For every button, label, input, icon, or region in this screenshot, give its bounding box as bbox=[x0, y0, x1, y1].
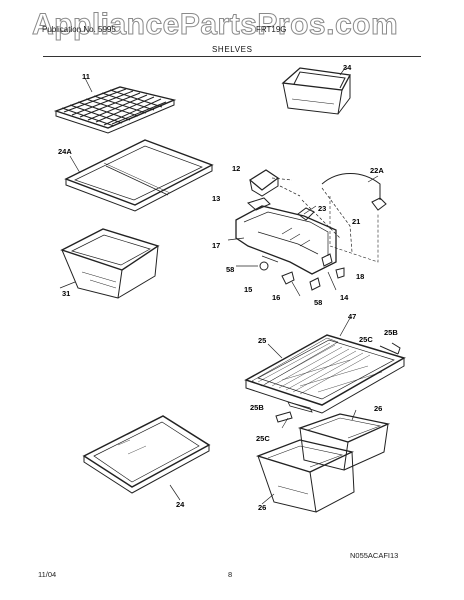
callout-25C-right: 25C bbox=[359, 335, 373, 344]
callout-25B-right: 25B bbox=[384, 328, 398, 337]
crisper-pan-26-front bbox=[258, 440, 354, 512]
callout-12: 12 bbox=[232, 164, 241, 173]
callout-34: 34 bbox=[343, 63, 352, 72]
callout-18: 18 bbox=[356, 272, 365, 281]
wire-harness-22A bbox=[322, 174, 386, 263]
callout-25: 25 bbox=[258, 336, 267, 345]
callout-24A: 24A bbox=[58, 147, 72, 156]
glass-shelf-24A bbox=[66, 140, 212, 211]
callout-17: 17 bbox=[212, 241, 221, 250]
callout-15: 15 bbox=[244, 285, 253, 294]
model-number: FRT19G bbox=[256, 25, 287, 34]
callout-14: 14 bbox=[340, 293, 349, 302]
callout-22A: 22A bbox=[370, 166, 384, 175]
publication-number: Publication No. 5995 bbox=[42, 25, 116, 34]
callout-23: 23 bbox=[318, 204, 327, 213]
glass-shelf-24 bbox=[84, 416, 209, 500]
crisper-31 bbox=[60, 229, 158, 298]
callout-31: 31 bbox=[62, 289, 71, 298]
watermark: AppliancePartsPros.com bbox=[31, 8, 399, 42]
crisper-pan-26-rear bbox=[300, 410, 388, 470]
end-caps-25B-25C bbox=[276, 412, 292, 428]
callout-47: 47 bbox=[348, 312, 357, 321]
callout-24: 24 bbox=[176, 500, 185, 509]
callout-25B-left: 25B bbox=[250, 403, 264, 412]
callout-26-front: 26 bbox=[258, 503, 267, 512]
footer-page-number: 8 bbox=[228, 570, 233, 579]
crisper-cover-assembly bbox=[228, 170, 352, 296]
callout-58-left: 58 bbox=[226, 265, 235, 274]
callout-11: 11 bbox=[82, 72, 90, 81]
callout-16: 16 bbox=[272, 293, 281, 302]
pan-34 bbox=[283, 68, 350, 114]
wire-shelf-11 bbox=[56, 78, 174, 133]
callout-25C-left: 25C bbox=[256, 434, 270, 443]
callout-21: 21 bbox=[352, 217, 361, 226]
callout-13: 13 bbox=[212, 194, 221, 203]
section-title: SHELVES bbox=[212, 45, 253, 54]
header-rule bbox=[43, 56, 421, 57]
illustration-code: N055ACAFI13 bbox=[350, 551, 399, 560]
footer-date: 11/04 bbox=[38, 570, 57, 579]
glass-shelf-25 bbox=[246, 318, 404, 413]
callout-26-rear: 26 bbox=[374, 404, 383, 413]
callout-58-right: 58 bbox=[314, 298, 323, 307]
